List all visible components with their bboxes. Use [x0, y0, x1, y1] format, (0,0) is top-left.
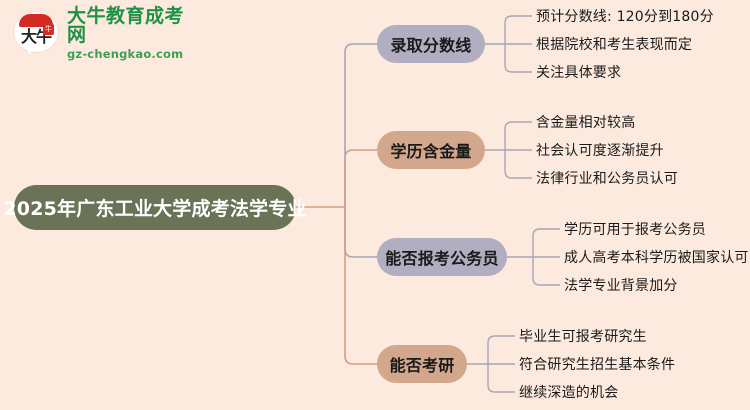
bubble-red-cap [19, 14, 53, 27]
connector-branch-0-child-2 [504, 44, 532, 73]
mindmap-branch-node-degree-value[interactable]: 学历含金量 [377, 131, 485, 169]
mindmap-branch-node-postgraduate[interactable]: 能否考研 [377, 345, 467, 383]
connector-branch-1-child-0 [504, 121, 532, 150]
mindmap-root-node[interactable]: 2025年广东工业大学成考法学专业 [3, 185, 306, 230]
connector-root-to-branch-2 [344, 207, 377, 258]
connector-branch-3-child-2 [487, 364, 515, 393]
mindmap-leaf-3-0[interactable]: 毕业生可报考研究生 [519, 329, 647, 345]
mindmap-leaf-2-2[interactable]: 法学专业背景加分 [564, 278, 678, 294]
connector-branch-0-child-0 [504, 15, 532, 44]
mindmap-leaf-0-2[interactable]: 关注具体要求 [536, 65, 622, 81]
mindmap-leaf-1-1[interactable]: 社会认可度逐渐提升 [536, 143, 664, 159]
mindmap-leaf-1-2[interactable]: 法律行业和公务员认可 [536, 171, 678, 187]
mindmap-leaf-3-1[interactable]: 符合研究生招生基本条件 [519, 357, 676, 373]
connector-root-to-branch-0 [344, 43, 377, 207]
logo-wordmark: 大牛教育成考网 gz-chengkao.com [67, 7, 194, 61]
logo-title: 大牛教育成考网 [67, 5, 185, 47]
mindmap-leaf-0-0[interactable]: 预计分数线: 120分到180分 [536, 9, 714, 25]
mindmap-leaf-1-0[interactable]: 含金量相对较高 [536, 115, 636, 131]
connector-branch-3-child-0 [487, 335, 515, 364]
mindmap-leaf-0-1[interactable]: 根据院校和考生表现而定 [536, 37, 693, 53]
connector-root-to-branch-3 [344, 207, 377, 365]
logo-stamp-icon: 牛 [43, 24, 54, 35]
logo-url: gz-chengkao.com [67, 47, 184, 62]
mindmap-branch-node-admission-score[interactable]: 录取分数线 [377, 25, 485, 63]
connector-branch-2-child-0 [532, 228, 560, 257]
connector-branch-2-child-2 [532, 257, 560, 286]
mindmap-leaf-3-2[interactable]: 继续深造的机会 [519, 385, 619, 401]
connector-branch-1-child-2 [504, 150, 532, 179]
mindmap-branch-node-civil-service[interactable]: 能否报考公务员 [377, 238, 507, 276]
mindmap-leaf-2-1[interactable]: 成人高考本科学历被国家认可 [564, 250, 749, 266]
connector-root-to-branch-1 [344, 149, 377, 207]
site-logo: 大牛 牛 大牛教育成考网 gz-chengkao.com [14, 7, 194, 61]
mindmap-leaf-2-0[interactable]: 学历可用于报考公务员 [564, 222, 706, 238]
speech-bubble-tail [23, 44, 34, 54]
logo-bubble-icon: 大牛 牛 [14, 11, 60, 57]
